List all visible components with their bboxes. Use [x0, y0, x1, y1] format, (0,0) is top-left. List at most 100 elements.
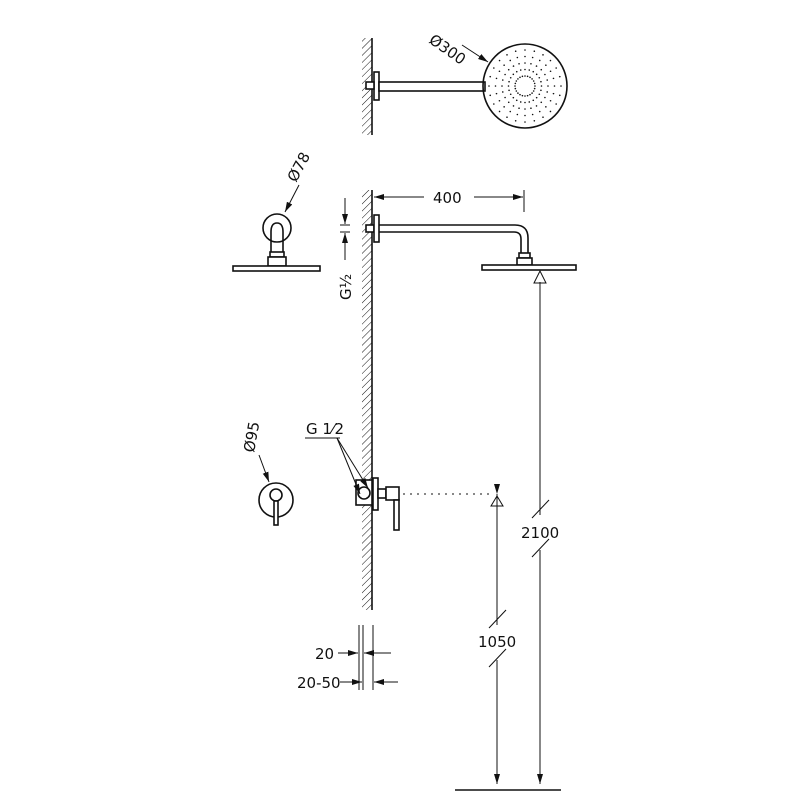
nozzle-dot — [534, 85, 536, 87]
nozzle-dot — [515, 80, 518, 82]
nozzle-dot — [506, 54, 508, 56]
nozzle-dot — [509, 93, 512, 96]
nozzle-dot — [538, 59, 541, 62]
nozzle-dot — [498, 59, 501, 62]
wall-hatch — [362, 190, 372, 610]
dimension-2100-label: 2100 — [521, 524, 559, 542]
nozzle-dot — [545, 64, 547, 66]
mixer-thread-label: G 1⁄2 — [306, 420, 344, 438]
nozzle-dot — [538, 93, 541, 96]
nozzle-dot — [514, 85, 516, 87]
nozzle-dot — [514, 119, 517, 122]
nozzle-dot — [517, 92, 519, 94]
nozzle-dot — [503, 64, 505, 66]
nozzle-dot — [524, 121, 526, 123]
nozzle-dot — [524, 55, 526, 58]
mixer-body — [385, 486, 400, 501]
nozzle-dot — [540, 68, 543, 71]
nozzle-dot — [535, 96, 538, 99]
nozzle-dot — [516, 113, 519, 116]
nozzle-dot — [530, 62, 532, 65]
nozzle-dot — [506, 116, 508, 118]
nozzle-dot — [495, 92, 498, 95]
nozzle-dot — [524, 95, 526, 97]
nozzle-dot — [535, 105, 538, 107]
nozzle-dot — [530, 107, 532, 110]
nozzle-dot — [545, 106, 547, 108]
nozzle-dot — [516, 56, 519, 59]
nozzle-dot — [535, 73, 538, 76]
nozzle-dot — [532, 70, 535, 73]
dimension-20-label: 20 — [315, 645, 334, 663]
diameter-300-label: Ø300 — [426, 31, 469, 69]
nozzle-dot — [514, 50, 517, 53]
nozzle-dot — [533, 82, 536, 85]
showerhead-side — [481, 264, 577, 271]
front-view-arm: Ø78 — [232, 149, 321, 272]
nozzle-dot — [558, 94, 561, 97]
nozzle-dot — [540, 101, 543, 104]
nozzle-dot — [553, 85, 556, 87]
nozzle-dot — [533, 87, 536, 90]
nozzle-dot — [547, 85, 549, 87]
nozzle-dot — [549, 110, 552, 113]
nozzle-dot — [549, 70, 552, 73]
nozzle-dot — [489, 94, 492, 97]
nozzle-dot — [519, 93, 521, 96]
mixer-lever — [393, 499, 400, 531]
nozzle-dot — [526, 75, 529, 78]
nozzle-dot — [531, 113, 534, 116]
nozzle-dot — [512, 96, 515, 99]
nozzle-dot — [529, 93, 531, 96]
nozzle-dot — [549, 99, 552, 102]
nozzle-dot — [507, 101, 510, 104]
nozzle-dot — [518, 107, 520, 110]
nozzle-dot — [524, 114, 526, 117]
nozzle-dot — [501, 79, 504, 81]
nozzle-dot — [555, 67, 557, 69]
height-dimensions: 1050 2100 — [455, 269, 564, 791]
nozzle-dot — [544, 96, 546, 99]
nozzle-dot — [531, 56, 534, 59]
nozzle-dot — [546, 79, 549, 81]
nozzle-dot — [524, 49, 526, 51]
nozzle-dot — [540, 80, 542, 83]
nozzle-dot — [526, 94, 529, 97]
wall-thickness-detail: 20 20-50 — [297, 625, 398, 692]
nozzle-dot — [512, 73, 515, 76]
nozzle-dot — [498, 99, 501, 102]
nozzle-dot — [521, 94, 524, 97]
nozzle-dot — [521, 75, 524, 78]
nozzle-dot — [528, 69, 531, 71]
nozzle-dot — [533, 50, 536, 53]
nozzle-dot — [501, 85, 503, 87]
nozzle-dot — [514, 87, 517, 90]
nozzle-dot — [493, 67, 495, 69]
diameter-95-label: Ø95 — [240, 420, 263, 454]
showerhead-plate-front — [232, 265, 321, 272]
nozzle-dot — [498, 70, 501, 73]
nozzle-dot — [532, 80, 535, 82]
nozzle-dot — [489, 75, 492, 78]
nozzle-dot — [533, 119, 536, 122]
nozzle-dot — [544, 73, 546, 76]
top-view: Ø300 — [362, 31, 568, 135]
nozzle-dot — [532, 90, 535, 92]
nozzle-dot — [504, 73, 506, 76]
nozzle-dot — [560, 85, 562, 87]
shower-arm — [378, 81, 486, 92]
nozzle-dot — [538, 76, 541, 79]
nozzle-dot — [507, 68, 510, 71]
nozzle-dot — [546, 91, 549, 93]
nozzle-dot — [524, 75, 526, 77]
nozzle-dot — [540, 89, 542, 92]
nozzle-dot — [512, 105, 515, 107]
nozzle-dot — [515, 90, 518, 92]
side-view: 400 G½ G 1⁄2 — [305, 189, 577, 610]
nozzle-dot — [504, 96, 506, 99]
showerhead-nozzles — [488, 49, 562, 123]
showerhead-round — [482, 43, 568, 129]
nozzle-dot — [542, 116, 544, 118]
nozzle-dot — [552, 92, 555, 95]
